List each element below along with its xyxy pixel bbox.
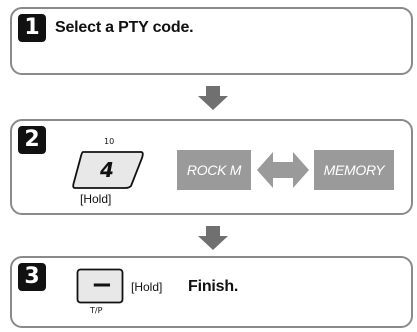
step-1-number: 1 (18, 14, 46, 42)
key-10-label: 10 (104, 137, 115, 146)
display-memory: MEMORY (314, 150, 394, 190)
step-1-title: Select a PTY code. (55, 19, 194, 36)
hold-label: [Hold] (80, 192, 112, 206)
step-3-panel (10, 256, 413, 328)
step-3-number: 3 (18, 263, 46, 291)
step-2-number: 2 (18, 126, 46, 154)
down-arrow-icon (198, 226, 228, 250)
number-4-key-icon (72, 151, 144, 189)
step-3-title: Finish. (188, 278, 239, 295)
minus-key-icon (76, 268, 124, 304)
hold-label: [Hold] (131, 280, 163, 294)
step-1-panel (10, 7, 413, 75)
down-arrow-icon (198, 86, 228, 110)
minus-key-glyph: − (91, 270, 113, 300)
key-4-glyph: 4 (100, 158, 114, 182)
bidirectional-arrow-icon (257, 152, 309, 188)
tp-label: T/P (90, 306, 103, 315)
display-rock-m: ROCK M (177, 150, 251, 190)
